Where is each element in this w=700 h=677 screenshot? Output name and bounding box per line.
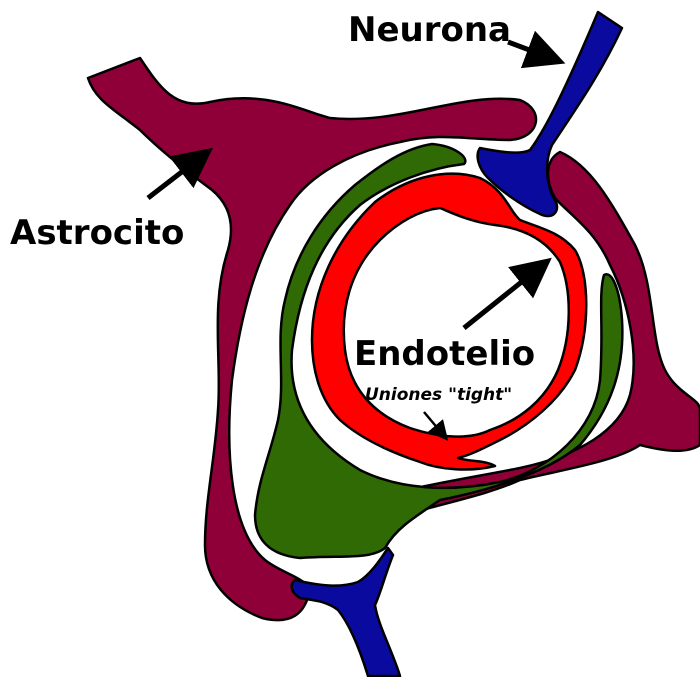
astrocito-label: Astrocito bbox=[10, 213, 184, 253]
uniones-tight-label: Uniones "tight" bbox=[365, 385, 512, 405]
neurona-arrow bbox=[508, 42, 556, 60]
endotelio-arrow bbox=[464, 264, 544, 328]
neurona-label: Neurona bbox=[348, 10, 511, 50]
neuron-bottom bbox=[292, 548, 400, 676]
endotelio-label: Endotelio bbox=[354, 334, 535, 374]
endothelium-ring bbox=[312, 174, 586, 470]
